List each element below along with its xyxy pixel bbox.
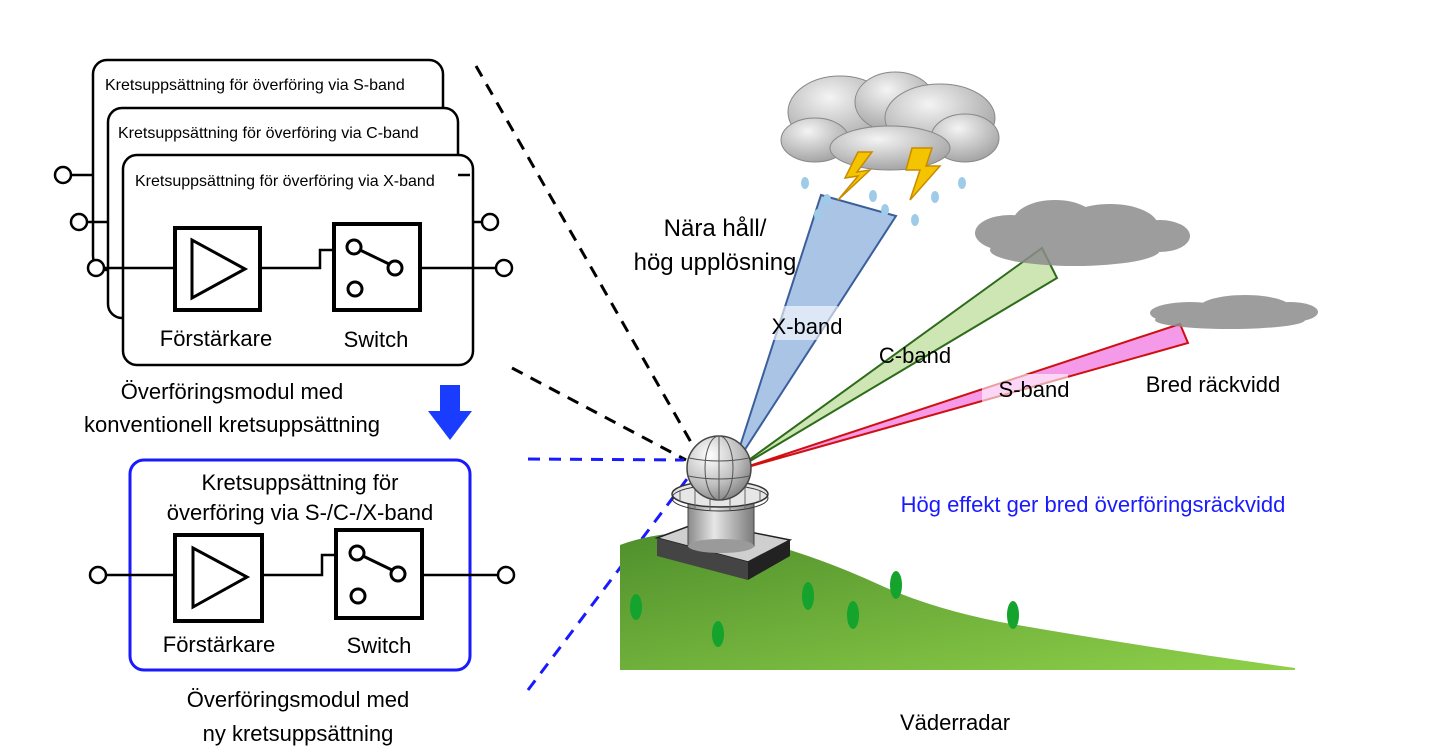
output-terminals [420, 173, 514, 278]
card-x-band [121, 153, 475, 367]
switch-symbol [332, 222, 422, 312]
dark-cloud-far [1150, 295, 1318, 329]
legacy-caption-line2: konventionell kretsuppsättning [84, 412, 380, 437]
down-arrow-icon [428, 385, 472, 440]
dark-cloud-mid [975, 200, 1190, 266]
card-c-band-title: Kretsuppsättning för överföring via C-ba… [118, 125, 419, 142]
legacy-module: Kretsuppsättning för överföring via S-ba… [53, 58, 514, 437]
new-switch-label: Switch [347, 633, 412, 658]
new-module-terminals [88, 565, 516, 585]
new-amplifier-label: Förstärkare [163, 632, 275, 657]
card-s-band-title: Kretsuppsättning för överföring via S-ba… [105, 77, 405, 94]
trees [630, 571, 1019, 647]
zoom-connectors [474, 65, 702, 691]
radar-station [654, 435, 793, 580]
wide-range-label: Bred räckvidd [1146, 372, 1281, 397]
storm-cloud [780, 71, 1000, 171]
new-caption-line1: Överföringsmodul med [187, 687, 410, 712]
new-caption-line2: ny kretsuppsättning [203, 721, 394, 746]
legacy-caption-line1: Överföringsmodul med [121, 379, 344, 404]
new-module-title-line1: Kretsuppsättning för [202, 470, 399, 495]
switch-label: Switch [344, 327, 409, 352]
new-switch-symbol [334, 528, 424, 620]
amplifier-symbol [173, 226, 262, 312]
near-label-line1: Nära håll/ [664, 215, 767, 242]
input-terminals [53, 165, 175, 278]
rain-drops [801, 177, 966, 226]
new-module-title-line2: överföring via S-/C-/X-band [167, 500, 434, 525]
near-label-line2: hög upplösning [634, 249, 797, 276]
s-band-label: S-band [999, 377, 1070, 402]
radar-label: Väderradar [900, 710, 1010, 735]
new-amplifier-symbol [173, 533, 264, 623]
amplifier-label: Förstärkare [160, 326, 272, 351]
high-power-label: Hög effekt ger bred överföringsräckvidd [901, 492, 1286, 517]
c-band-label: C-band [879, 343, 951, 368]
lightning-icon [837, 147, 942, 201]
x-band-label: X-band [772, 314, 843, 339]
new-module: Kretsuppsättning för överföring via S-/C… [88, 458, 516, 746]
card-x-band-title: Kretsuppsättning för överföring via X-ba… [135, 173, 435, 190]
s-band-beam [736, 322, 1190, 471]
radar-scene: Nära håll/ hög upplösning X-band C-band … [620, 71, 1318, 735]
hill [620, 531, 1295, 670]
